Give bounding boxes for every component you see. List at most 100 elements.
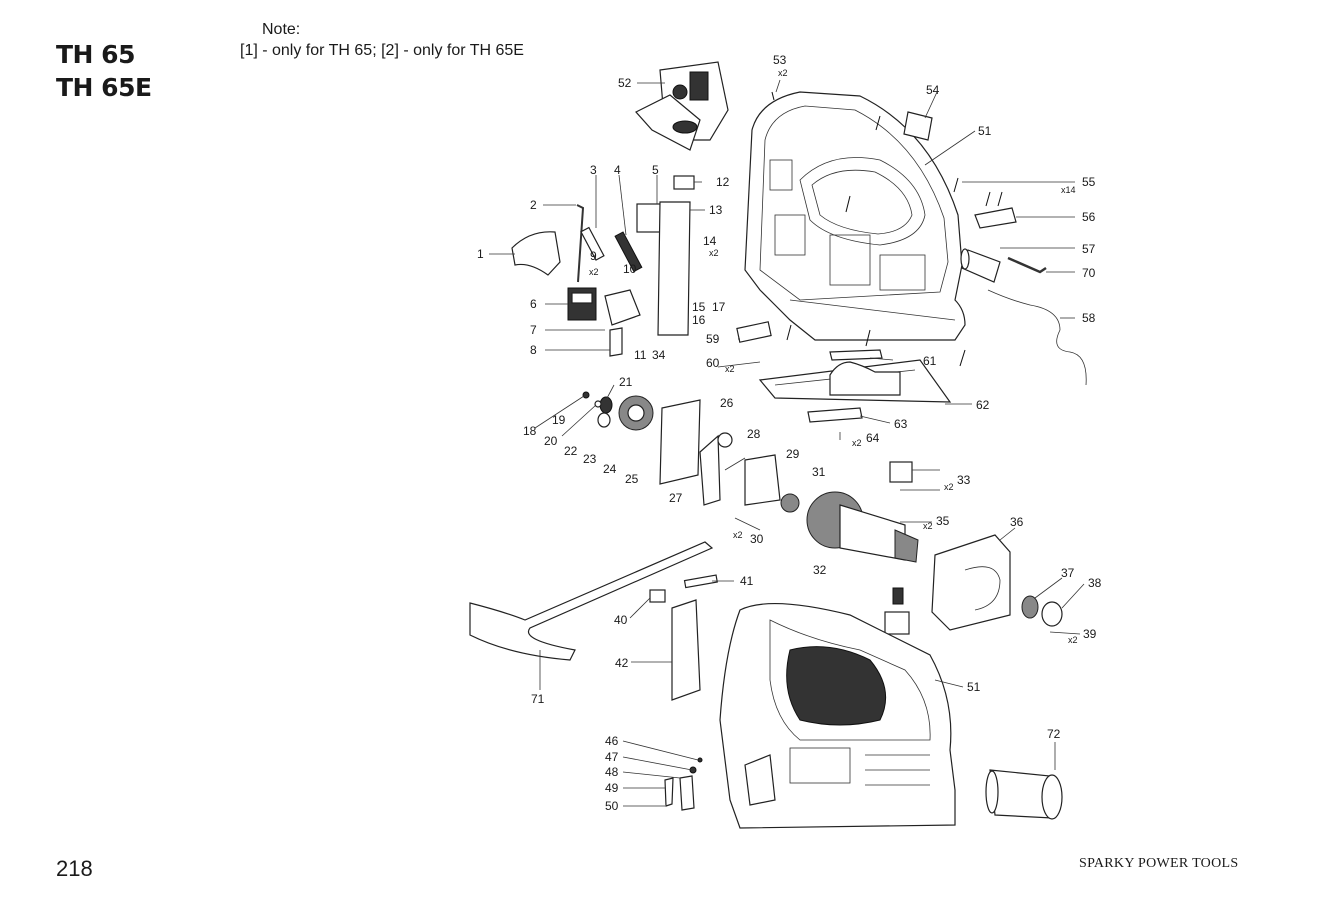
part-label-16: 16 [692,313,706,327]
part-qty-53: x2 [778,68,788,78]
part-8-drawing [609,327,623,357]
part-label-72: 72 [1047,727,1061,741]
model-name-th65: TH 65 [56,40,135,69]
part-label-9: 9 [590,249,597,263]
part-qty-64: x2 [852,438,862,448]
part-label-48: 48 [605,765,619,779]
allen-key-drawing [1007,256,1047,274]
part-28-drawing [717,432,733,448]
part-label-55: 55 [1082,175,1096,189]
part-7-drawing [604,289,641,326]
part-label-70: 70 [1082,266,1096,280]
page-number: 218 [56,856,93,881]
part-42-drawing [671,599,701,701]
part-label-20: 20 [544,434,558,448]
part-label-54: 54 [926,83,940,97]
part-label-4: 4 [614,163,621,177]
screws-drawing [771,91,1003,367]
part-label-47: 47 [605,750,619,764]
part-label-71: 71 [531,692,545,706]
part-27-drawing [699,434,721,506]
part-label-62: 62 [976,398,990,412]
part-12-drawing [673,175,695,190]
pin-drawing [683,574,718,589]
guide-roller-drawing [582,391,654,431]
part-label-30: 30 [750,532,764,546]
part-label-40: 40 [614,613,628,627]
part-6-drawing [567,287,597,321]
part-29-drawing [744,454,781,506]
part-label-8: 8 [530,343,537,357]
part-label-57: 57 [1082,242,1096,256]
part-label-35: 35 [936,514,950,528]
part-label-51-upper: 51 [978,124,992,138]
part-label-1: 1 [477,247,484,261]
part-label-37: 37 [1061,566,1075,580]
part-label-38: 38 [1088,576,1102,590]
part-label-49: 49 [605,781,619,795]
part-label-24: 24 [603,462,617,476]
part-1-drawing [511,231,561,276]
housing-half-drawing [744,91,966,341]
part-labels: 1 2 3 4 5 6 7 8 9 x2 10 11 12 13 14 x2 1… [477,53,1102,813]
tool-body-drawing [719,602,956,829]
part-label-5: 5 [652,163,659,177]
part-3-drawing [580,226,605,261]
part-qty-14: x2 [709,248,719,258]
part-54-drawing [903,111,933,141]
part-label-3: 3 [590,163,597,177]
brand-footer: SPARKY POWER TOOLS [1079,856,1239,871]
power-cord-drawing [987,289,1087,386]
part-56-drawing [974,207,1017,229]
part-2-drawing [576,204,585,283]
switch-module-drawing [635,61,729,151]
part-qty-33: x2 [944,482,954,492]
part-label-29: 29 [786,447,800,461]
part-label-36: 36 [1010,515,1024,529]
part-label-19: 19 [552,413,566,427]
part-59-drawing [736,321,772,343]
part-31-drawing [780,493,800,513]
part-label-25: 25 [625,472,639,486]
part-label-14: 14 [703,234,717,248]
part-label-17: 17 [712,300,726,314]
part-qty-60: x2 [725,364,735,374]
part-label-46: 46 [605,734,619,748]
part-label-52: 52 [618,76,632,90]
part-label-58: 58 [1082,311,1096,325]
part-label-15: 15 [692,300,706,314]
part-label-7: 7 [530,323,537,337]
stator-drawing [931,534,1011,631]
base-plate-drawing [758,349,952,423]
part-label-63: 63 [894,417,908,431]
part-label-33: 33 [957,473,971,487]
part-label-56: 56 [1082,210,1096,224]
part-label-12: 12 [716,175,730,189]
armature-drawing [806,491,919,563]
part-label-60: 60 [706,356,720,370]
note-title: Note: [262,21,301,38]
part-label-41: 41 [740,574,754,588]
part-label-22: 22 [564,444,578,458]
part-label-26: 26 [720,396,734,410]
part-label-18: 18 [523,424,537,438]
part-label-10: 10 [623,262,637,276]
part-label-11: 11 [634,348,647,362]
part-38-drawing [1041,601,1063,627]
note-text: [1] - only for TH 65; [2] - only for TH … [240,42,524,59]
part-4-drawing [614,231,643,273]
plunger-rod-drawing [469,541,714,661]
part-qty-30: x2 [733,530,743,540]
leader-lines [489,79,1085,807]
part-label-31: 31 [812,465,826,479]
part-label-13: 13 [709,203,723,217]
part-label-64: 64 [866,431,880,445]
part-qty-9: x2 [589,267,599,277]
brush-holders-drawing [884,461,913,635]
part-qty-39: x2 [1068,635,1078,645]
part-label-28: 28 [747,427,761,441]
part-label-32: 32 [813,563,827,577]
part-label-50: 50 [605,799,619,813]
model-name-th65e: TH 65E [56,73,152,102]
